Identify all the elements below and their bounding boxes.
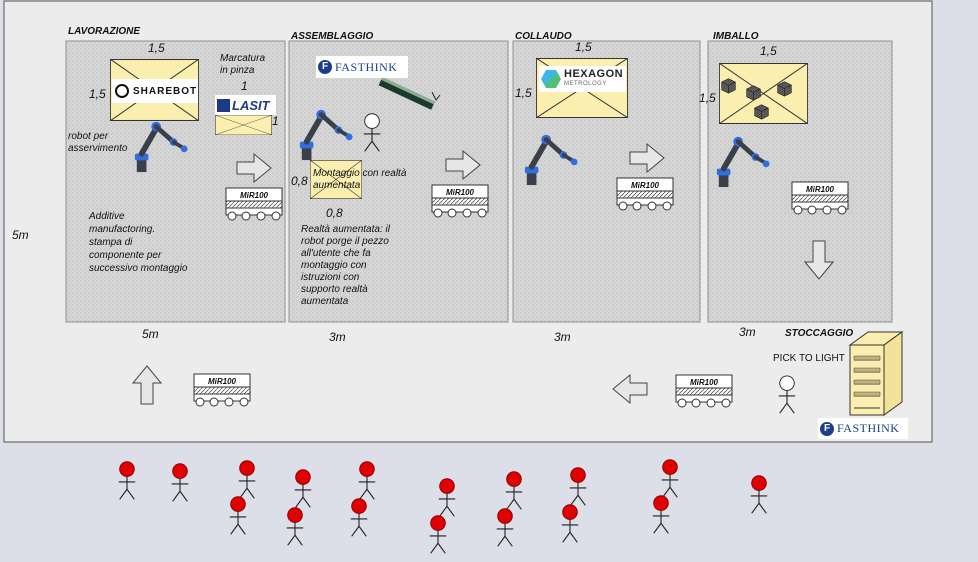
visitor-figure [438,478,456,517]
fasthink-logo-text: FASTHINK [837,421,900,435]
hexagon-mark-icon [541,70,561,88]
fasthink-logo: F FASTHINK [316,56,408,78]
montaggio-label: Montaggio con realtà aumentata [313,168,407,191]
storage-rack [848,331,904,416]
hexagon-logo: HEXAGON METROLOGY [539,66,626,92]
agv-label: MiR100 [689,378,718,387]
visitor-figure [118,461,136,500]
pick-to-light-label: PICK TO LIGHT [773,353,845,364]
lasit-logo-text: LASIT [232,97,270,113]
visitor-figure [229,496,247,535]
fasthink-mark-icon: F [820,421,834,436]
crate-icon [721,78,736,94]
title-imballo: IMBALLO [713,31,759,42]
dimension-label: 1,5 [699,91,716,105]
agv-label: MiR100 [207,377,236,386]
visitor-figure [496,508,514,547]
visitor-figure [661,459,679,498]
fasthink-logo: F FASTHINK [818,418,908,439]
hexagon-logo-subtext: METROLOGY [564,81,607,87]
visitor-figure [569,467,587,506]
visitor-figure [505,471,523,510]
robot-label: robot per asservimento [68,131,128,154]
hexagon-logo-text: HEXAGON [564,68,624,80]
lasit-logo: LASIT [215,95,276,115]
dimension-label: 1,5 [515,86,532,100]
agv-label: MiR100 [445,188,474,197]
sharebot-logo: SHAREBOT [112,79,198,103]
dimension-label: 1,5 [760,44,777,58]
dimension-label: 0,8 [326,206,343,220]
visitor-figure [238,460,256,499]
agv-label: MiR100 [805,185,834,194]
parcel-box [215,115,272,135]
visitor-figure [294,469,312,508]
fasthink-mark-icon: F [318,60,332,74]
crate-icon [746,85,761,101]
dimension-label: 1 [241,79,248,93]
visitor-figure [652,495,670,534]
assemblaggio-description: Realtà aumentata: il robot porge il pezz… [301,224,390,307]
visitors-crowd [118,459,768,554]
marcatura-label: Marcatura in pinza [220,53,266,76]
visitor-figure [358,461,376,500]
title-stoccaggio: STOCCAGGIO [785,328,854,339]
agv-label: MiR100 [239,191,268,200]
sharebot-logo-text: SHAREBOT [133,85,198,97]
dimension-label: 1,5 [89,87,106,101]
height-label: 5m [12,228,29,242]
crate-icon [754,104,769,120]
width-label: 3m [554,330,571,344]
agv-label: MiR100 [630,181,659,190]
visitor-figure [561,504,579,543]
visitor-figure [171,463,189,502]
title-collaudo: COLLAUDO [515,31,572,42]
visitor-figure [429,515,447,554]
crate-icon [777,81,792,97]
width-label: 5m [142,327,159,341]
width-label: 3m [739,325,756,339]
dimension-label: 1 [272,114,279,128]
title-lavorazione: LAVORAZIONE [68,26,141,37]
visitor-figure [350,498,368,537]
visitor-figure [286,507,304,546]
ar-glasses-icon [378,77,441,110]
sharebot-mark-icon [115,84,129,98]
title-assemblaggio: ASSEMBLAGGIO [291,31,374,42]
dimension-label: 1,5 [575,40,592,54]
lavorazione-description: Additive manufactoring. stampa di compon… [89,211,188,274]
dimension-label: 0,8 [291,174,308,188]
visitor-figure [750,475,768,514]
lasit-mark-icon [217,98,230,112]
width-label: 3m [329,330,346,344]
fasthink-logo-text: FASTHINK [335,59,398,74]
dimension-label: 1,5 [148,41,165,55]
